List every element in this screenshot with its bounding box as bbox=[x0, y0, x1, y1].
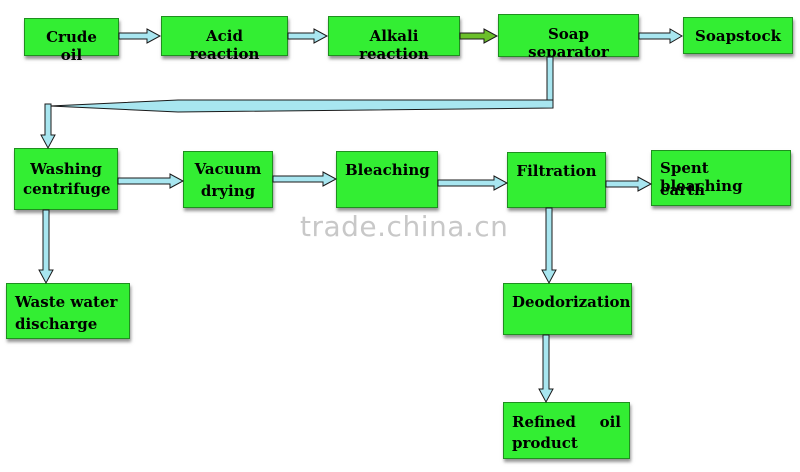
node-soapstock: Soapstock bbox=[683, 17, 793, 54]
node-washing-centrifuge-line2: centrifuge bbox=[23, 180, 111, 198]
arrow-filtration-to-deodorization bbox=[541, 207, 557, 285]
node-bleaching-label: Bleaching bbox=[345, 161, 430, 179]
arrow-crude-to-acid bbox=[118, 28, 162, 44]
node-refined-oil-product-line1: Refined oil bbox=[512, 413, 621, 431]
node-deodorization: Deodorization bbox=[503, 283, 632, 335]
arrow-down-to-washing bbox=[40, 103, 56, 150]
node-vacuum-drying-line1: Vacuum bbox=[194, 160, 262, 178]
arrow-alkali-to-separator bbox=[459, 28, 499, 44]
arrow-washing-to-vacuum bbox=[117, 173, 185, 189]
node-waste-water-discharge-line1: Waste water bbox=[15, 293, 118, 311]
node-washing-centrifuge-line1: Washing bbox=[30, 160, 102, 178]
arrow-separator-down bbox=[546, 56, 554, 107]
node-acid-reaction-label: Acid reaction bbox=[189, 27, 260, 63]
node-refined-oil-product: Refined oil product bbox=[503, 402, 630, 459]
arrow-filtration-to-spent bbox=[605, 176, 653, 192]
node-alkali-reaction-label: Alkali reaction bbox=[359, 27, 429, 63]
node-spent-bleaching-earth: Spent bleaching earth bbox=[651, 150, 791, 206]
node-filtration: Filtration bbox=[507, 152, 606, 208]
node-deodorization-label: Deodorization bbox=[512, 293, 631, 311]
node-waste-water-discharge-line2: discharge bbox=[15, 315, 98, 333]
node-filtration-label: Filtration bbox=[516, 162, 597, 180]
arrow-vacuum-to-bleaching bbox=[272, 171, 338, 187]
node-bleaching: Bleaching bbox=[336, 151, 438, 208]
node-vacuum-drying: Vacuum drying bbox=[183, 151, 273, 208]
arrow-washing-to-waste bbox=[38, 209, 54, 285]
node-crude-oil: Crude oil bbox=[24, 18, 119, 64]
node-spent-bleaching-earth-line2: earth bbox=[660, 181, 705, 199]
node-refined-oil-product-line2: product bbox=[512, 434, 578, 452]
watermark: trade.china.cn bbox=[300, 210, 509, 243]
arrow-bleaching-to-filtration bbox=[437, 175, 509, 191]
node-waste-water-discharge: Waste water discharge bbox=[6, 283, 130, 339]
arrow-deodorization-to-refined bbox=[538, 334, 554, 404]
arrow-long-left bbox=[49, 99, 554, 113]
node-crude-oil-label: Crude oil bbox=[46, 28, 97, 64]
node-alkali-reaction: Alkali reaction bbox=[328, 16, 460, 63]
node-soapstock-label: Soapstock bbox=[695, 27, 781, 45]
arrow-acid-to-alkali bbox=[287, 28, 329, 44]
arrow-separator-to-soapstock bbox=[638, 28, 683, 44]
node-washing-centrifuge: Washing centrifuge bbox=[14, 148, 118, 210]
node-vacuum-drying-line2: drying bbox=[200, 182, 256, 200]
node-spent-bleaching-earth-line1: Spent bleaching bbox=[660, 159, 743, 195]
